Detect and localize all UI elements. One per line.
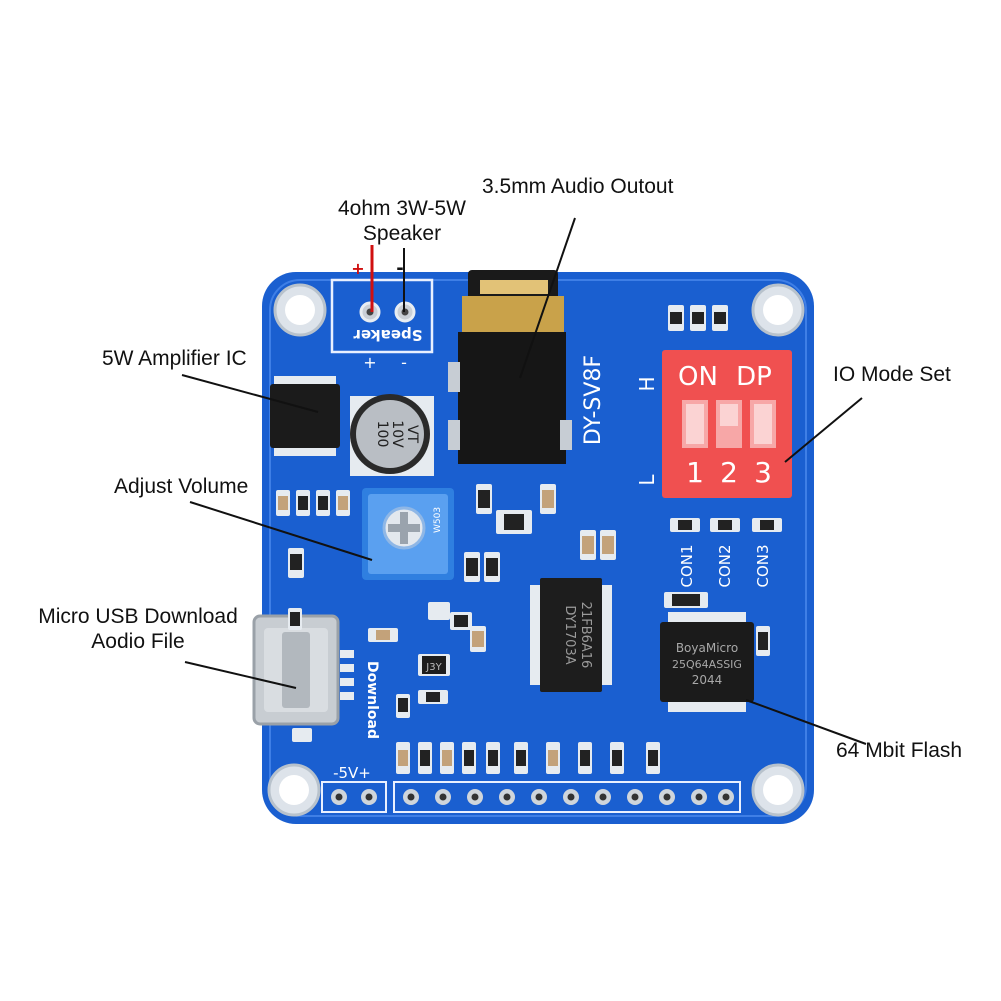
plus-silkscreen: + — [363, 353, 376, 372]
speaker-callout: 4ohm 3W-5W Speaker — [302, 196, 502, 246]
j3y-marking: J3Y — [425, 662, 442, 673]
flash-callout: 64 Mbit Flash — [836, 739, 963, 762]
dip-switch: ON DP 1 2 3 — [662, 350, 792, 498]
con2-label: CON2 — [716, 544, 734, 587]
dip-dp-label: DP — [736, 362, 772, 392]
power-header-outline — [321, 781, 387, 813]
main-ic: DY1703A 21FB6A16 — [530, 578, 612, 692]
download-silkscreen: Download — [364, 661, 380, 739]
volume-potentiometer: W503 — [362, 488, 454, 580]
usb-callout-line2: Aodio File — [91, 630, 185, 653]
con1-label: CON1 — [678, 544, 696, 587]
con-resistors — [670, 518, 782, 532]
amplifier-leader — [181, 374, 319, 413]
smd-resistors-bottom — [396, 742, 660, 774]
pot-code: W503 — [433, 507, 443, 533]
main-ic-text-2: 21FB6A16 — [578, 602, 593, 669]
speaker-callout-line2: Speaker — [362, 222, 442, 245]
volume-leader — [189, 501, 373, 561]
volume-callout: Adjust Volume — [114, 475, 249, 498]
minus-silkscreen: - — [401, 353, 407, 372]
amplifier-ic — [270, 376, 340, 456]
callout-lines — [181, 217, 867, 745]
flash-text-1: BoyaMicro — [676, 641, 738, 655]
speaker-silkscreen: Speaker — [353, 326, 423, 344]
amplifier-callout: 5W Amplifier IC — [102, 347, 247, 370]
dip-on-label: ON — [678, 362, 718, 392]
electrolytic-capacitor: 100 10V VT — [350, 394, 434, 476]
model-silkscreen: DY-SV8F — [581, 355, 606, 445]
flash-leader — [745, 699, 867, 745]
io-header-outline — [393, 781, 741, 813]
con3-label: CON3 — [754, 544, 772, 587]
speaker-minus-mark: - — [396, 258, 403, 279]
audio-out-callout: 3.5mm Audio Outout — [482, 175, 674, 198]
flash-text-2: 25Q64ASSIG — [672, 658, 742, 671]
audio-jack — [448, 270, 572, 464]
mounting-holes — [267, 283, 805, 817]
cap-text-1: 100 — [374, 421, 390, 448]
micro-usb-port — [252, 614, 354, 726]
usb-leader — [184, 661, 297, 689]
power-silkscreen: -5V+ — [333, 764, 371, 782]
dip-1-label: 1 — [686, 456, 704, 489]
header-pins — [331, 789, 734, 805]
speaker-callout-line1: 4ohm 3W-5W — [338, 197, 466, 220]
flash-text-3: 2044 — [692, 673, 723, 687]
l-mark: L — [635, 474, 659, 486]
audio-out-leader — [519, 217, 576, 379]
flash-ic: BoyaMicro 25Q64ASSIG 2044 — [660, 612, 754, 712]
speaker-plus-mark: + — [351, 259, 364, 278]
io-mode-leader — [784, 397, 863, 463]
cap-text-3: VT — [404, 425, 420, 444]
io-mode-callout: IO Mode Set — [833, 363, 951, 386]
smd-resistors-top — [668, 305, 728, 331]
smd-caps-left — [276, 490, 350, 578]
dip-2-label: 2 — [720, 456, 738, 489]
usb-callout-line1: Micro USB Download — [38, 605, 238, 628]
h-mark: H — [635, 376, 659, 391]
main-ic-text-1: DY1703A — [562, 605, 577, 664]
smd-parts-center — [288, 484, 770, 742]
cap-text-2: 10V — [389, 420, 405, 448]
usb-callout: Micro USB Download Aodio File — [28, 604, 248, 654]
dip-3-label: 3 — [754, 456, 772, 489]
